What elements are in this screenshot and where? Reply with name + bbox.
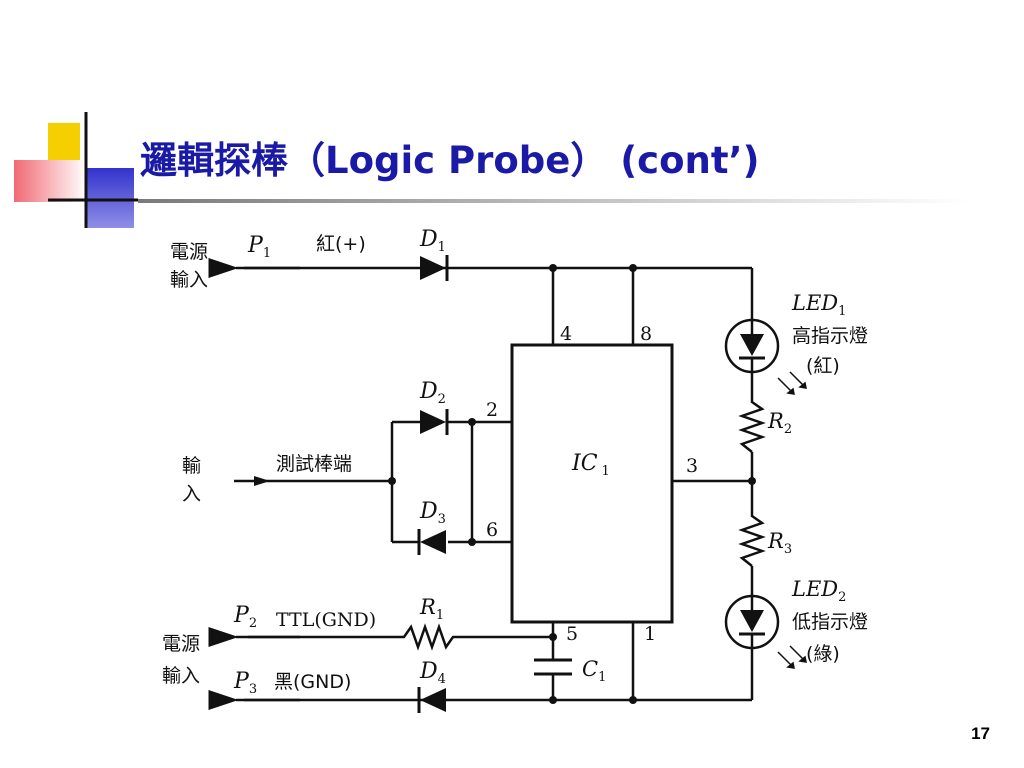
power-input-bottom-line2: 輸入 xyxy=(162,665,200,687)
pin4-label: 4 xyxy=(560,323,572,345)
d4-label: D4 xyxy=(419,659,446,687)
junction-dots xyxy=(388,264,756,704)
pin5-label: 5 xyxy=(566,623,578,645)
resistor-r1 xyxy=(398,623,460,651)
pin2-label: 2 xyxy=(486,399,498,421)
power-input-bottom-line1: 電源 xyxy=(162,633,200,655)
led1-color: (紅) xyxy=(806,355,840,377)
probe-tip-label: 測試棒端 xyxy=(276,453,352,475)
d1-label: D1 xyxy=(419,227,446,255)
pin8-label: 8 xyxy=(640,323,652,345)
diode-d3 xyxy=(417,529,446,555)
probe-input-arrow xyxy=(254,476,270,486)
p3-label: P3 xyxy=(233,669,257,697)
r1-label: R1 xyxy=(419,595,444,623)
p3-description: 黑(GND) xyxy=(274,671,351,693)
d3-label: D3 xyxy=(419,499,446,527)
diode-d2 xyxy=(420,409,449,435)
led2-label: LED2 xyxy=(791,577,846,605)
p2-description: TTL(GND) xyxy=(276,609,376,631)
led1-description: 高指示燈 xyxy=(792,325,868,347)
ic-chip xyxy=(510,343,674,624)
resistor-r2 xyxy=(738,396,766,453)
page-number: 17 xyxy=(971,724,990,743)
diode-d1 xyxy=(420,255,449,281)
pin1-label: 1 xyxy=(644,623,656,645)
r3-label: R3 xyxy=(767,529,792,557)
circuit-wires xyxy=(234,266,754,702)
led1-symbol xyxy=(724,318,780,374)
led1-label: LED1 xyxy=(791,291,846,319)
d2-label: D2 xyxy=(419,379,446,407)
pin6-label: 6 xyxy=(486,519,498,541)
input-label-line1: 輸 xyxy=(182,455,201,477)
pin3-label: 3 xyxy=(686,455,698,477)
power-input-top-line1: 電源 xyxy=(170,241,208,263)
diode-d4 xyxy=(417,687,446,713)
led2-light-rays xyxy=(777,645,807,669)
c1-label: C1 xyxy=(582,657,606,685)
r2-label: R2 xyxy=(767,409,792,437)
p1-color-label: 紅(+) xyxy=(316,233,366,255)
power-input-top-line2: 輸入 xyxy=(170,269,208,291)
input-label-line2: 入 xyxy=(182,483,201,505)
led2-symbol xyxy=(724,594,780,650)
p1-label: P1 xyxy=(247,233,271,261)
led2-description: 低指示燈 xyxy=(792,611,868,633)
deco-blue-square xyxy=(86,168,134,228)
deco-red-bar xyxy=(14,160,86,202)
led1-light-rays xyxy=(777,371,807,395)
title-underline xyxy=(138,199,968,203)
led2-color: (綠) xyxy=(806,643,840,665)
resistor-r3 xyxy=(738,510,766,567)
p2-label: P2 xyxy=(233,603,257,631)
slide-title: 邏輯探棒（Logic Probe） (cont’) xyxy=(140,139,760,182)
capacitor-c1 xyxy=(534,658,572,676)
title-decoration xyxy=(14,112,968,228)
